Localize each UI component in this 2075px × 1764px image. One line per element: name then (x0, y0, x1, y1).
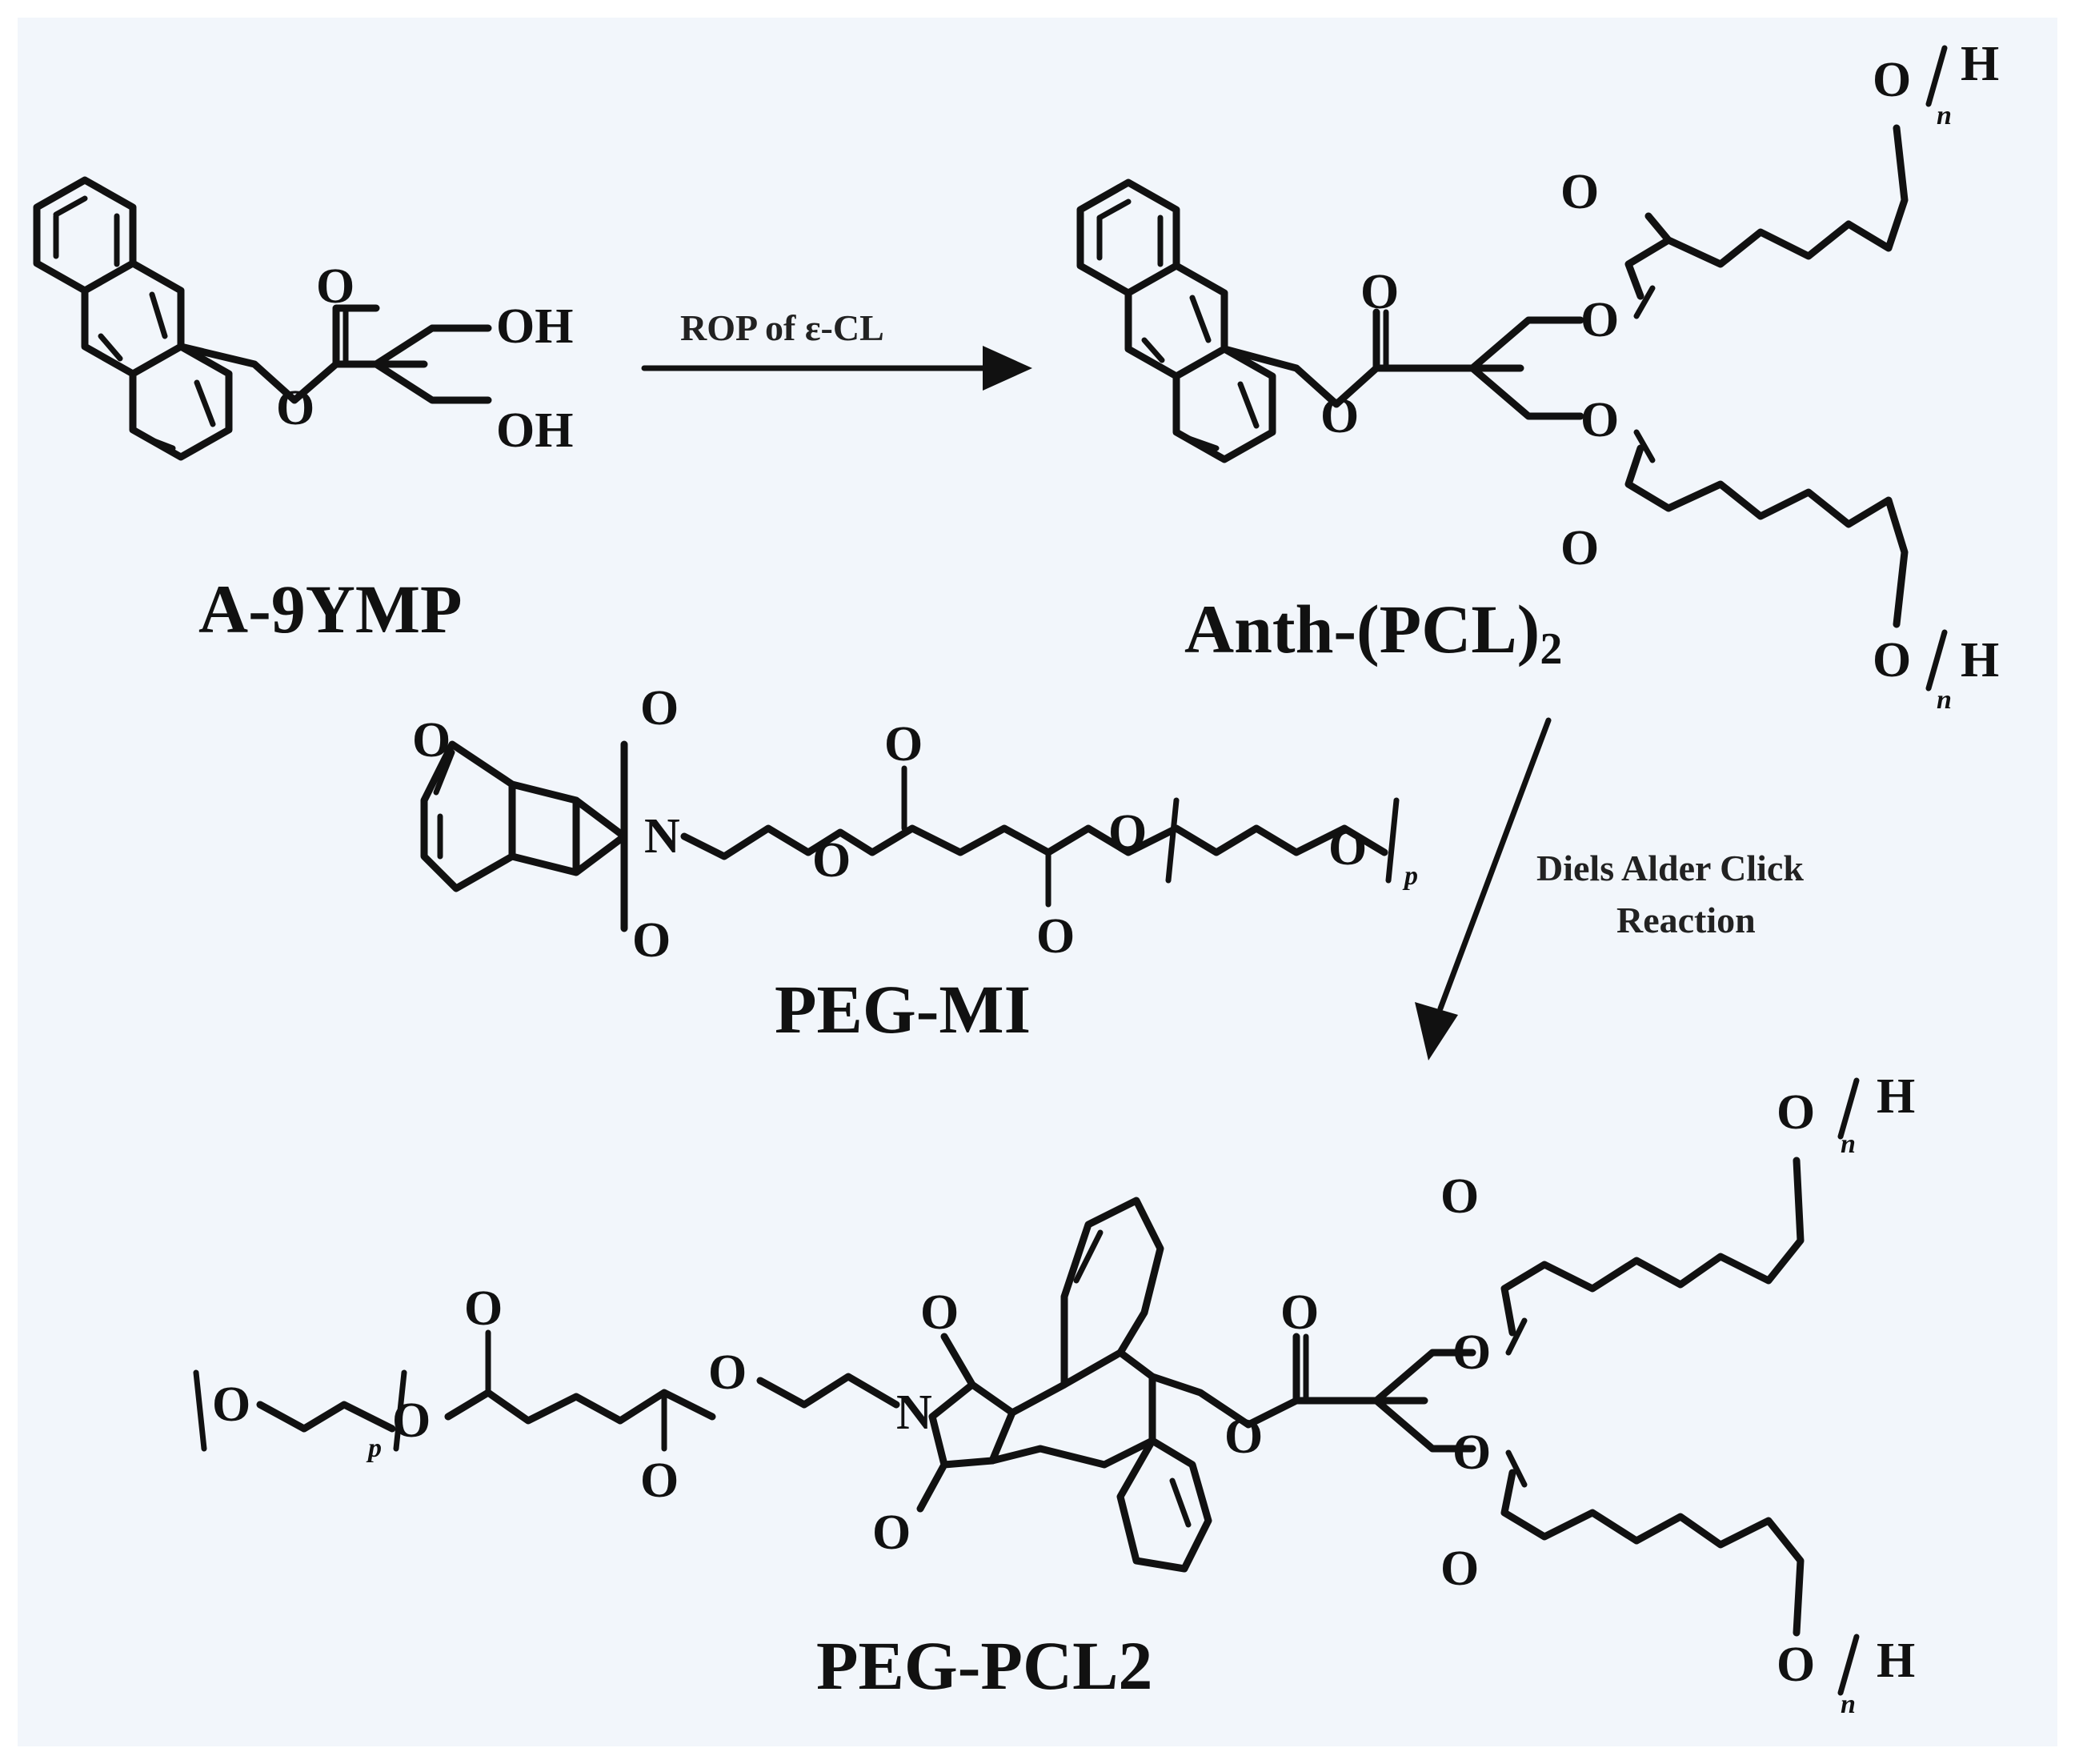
condition-diels-alder-line2: Reaction (1616, 900, 1756, 940)
anthracene-ring-2 (1076, 178, 1276, 463)
pcl-lower-terminal-oxygen: O (1873, 633, 1911, 688)
product-pcl-upper-carbonyl-oxygen: O (1440, 1169, 1479, 1224)
pcl-upper-n: n (1937, 101, 1952, 130)
product-pcl-lower-h: H (1877, 1634, 1915, 1688)
a9ymp-structure: O O OH OH (33, 176, 573, 461)
pcl-lower-carbonyl-oxygen: O (1560, 521, 1599, 575)
succinate-ester-oxygen-left: O (812, 833, 851, 888)
peg-mi-structure: O O O N O O O O O p (412, 681, 1418, 968)
product-pcl-upper-terminal-oxygen: O (1777, 1085, 1815, 1140)
product-pcl-upper-n: n (1841, 1129, 1856, 1159)
succinate-ester-oxygen-right: O (1108, 805, 1147, 860)
carbonyl-oxygen: O (316, 259, 355, 314)
pcl-upper-terminal-oxygen: O (1873, 53, 1911, 107)
condition-diels-alder-line1: Diels Alder Click (1536, 848, 1804, 888)
product-ester-oxygen-2: O (708, 1345, 747, 1400)
peg-pcl2-structure: O p O O O O N O O O O O O O O H n (193, 1069, 1915, 1719)
anth-oxygen-lower: O (1580, 393, 1619, 447)
product-cycloadduct (988, 1197, 1212, 1573)
imide-nitrogen: N (644, 809, 680, 864)
imide-oxygen-bottom: O (632, 913, 671, 968)
product-ester-oxygen-3: O (1224, 1409, 1263, 1464)
pcl-upper-carbonyl-oxygen: O (1560, 165, 1599, 219)
product-succinate-oxygen-top: O (464, 1281, 503, 1336)
condition-rop: ROP of ε-CL (680, 307, 884, 348)
product-oxygen-upper: O (1452, 1325, 1491, 1380)
pcl-upper-h: H (1961, 37, 1999, 91)
label-peg-mi: PEG-MI (775, 971, 1031, 1048)
label-a9ymp: A-9YMP (198, 571, 463, 647)
arrow-rop (641, 346, 1032, 391)
anth-pcl2-structure: O O O O O O H n O O H n (1076, 37, 1999, 715)
product-pcl-lower-terminal-oxygen: O (1777, 1638, 1815, 1692)
label-anth-pcl2: Anth-(PCL)2 (1184, 591, 1562, 674)
imide-oxygen-top: O (640, 681, 679, 736)
product-carbonyl-oxygen: O (1280, 1285, 1319, 1340)
product-imide-nitrogen: N (896, 1385, 932, 1440)
product-peg-oxygen: O (212, 1377, 250, 1432)
anth-carbonyl-oxygen: O (1360, 265, 1399, 319)
peg-mi-p: p (1402, 861, 1418, 891)
bridge-oxygen: O (412, 713, 451, 768)
product-pcl-lower-n: n (1841, 1690, 1856, 1719)
product-pcl-lower-carbonyl-oxygen: O (1440, 1541, 1479, 1596)
arrow-diels-alder (1415, 717, 1552, 1060)
anth-oxygen-upper: O (1580, 293, 1619, 347)
hydroxyl-top: OH (496, 299, 573, 354)
ester-oxygen: O (276, 381, 314, 435)
succinate-oxygen-bottom: O (1036, 909, 1075, 964)
anthracene-ring (33, 176, 233, 461)
product-p: p (366, 1433, 382, 1463)
product-imide-oxygen-bottom: O (872, 1505, 911, 1560)
hydroxyl-bottom: OH (496, 403, 573, 458)
product-ester-oxygen-1: O (392, 1393, 431, 1448)
succinate-oxygen-top: O (884, 717, 923, 772)
label-peg-pcl2: PEG-PCL2 (816, 1627, 1152, 1704)
pcl-lower-n: n (1937, 685, 1952, 715)
product-pcl-upper-h: H (1877, 1069, 1915, 1124)
peg-oxygen: O (1328, 821, 1367, 876)
product-imide-oxygen-top: O (920, 1285, 959, 1340)
product-succinate-oxygen-bottom: O (640, 1453, 679, 1508)
pcl-lower-h: H (1961, 633, 1999, 688)
anth-ester-oxygen: O (1320, 389, 1359, 443)
product-oxygen-lower: O (1452, 1425, 1491, 1480)
